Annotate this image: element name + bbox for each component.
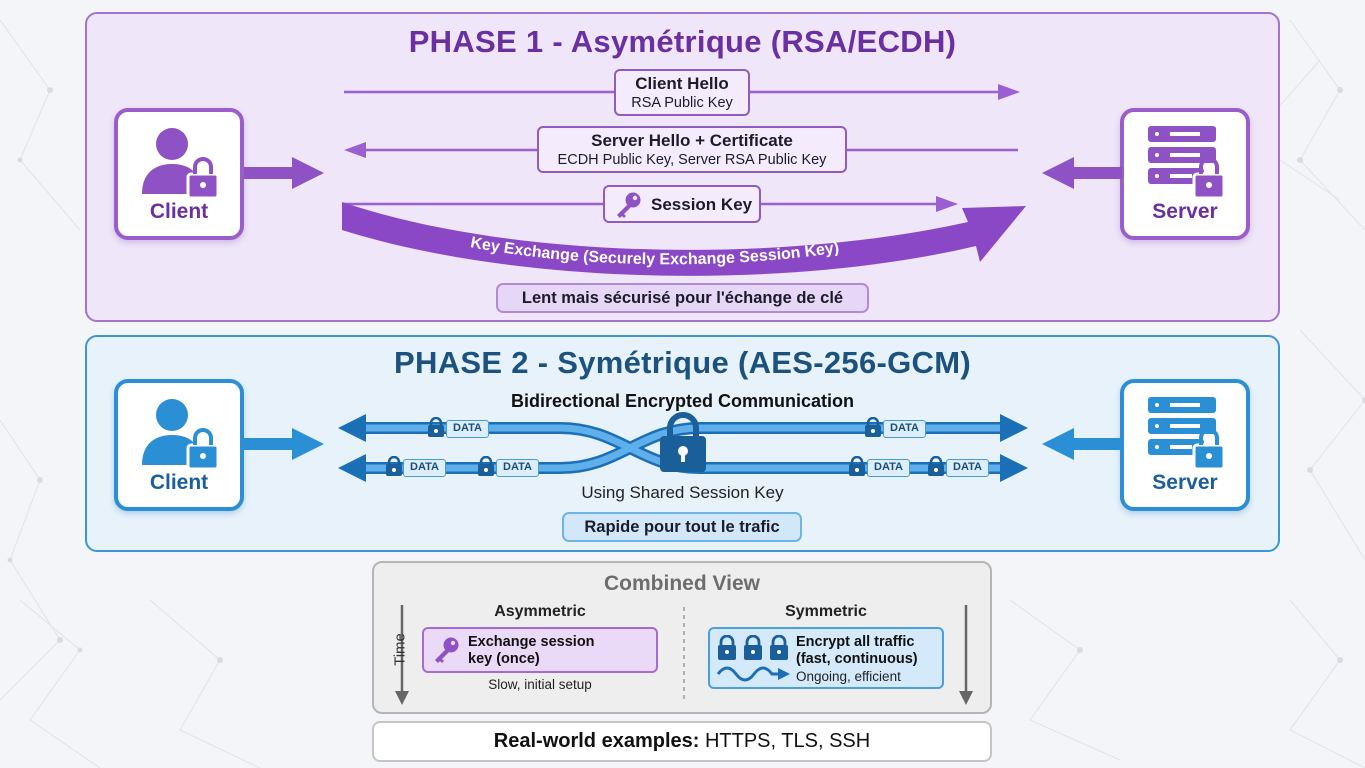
data-tag: DATA (403, 459, 446, 477)
server-lock-icon (1148, 397, 1226, 471)
data-tag: DATA (446, 420, 489, 438)
time-label: Time (391, 633, 409, 666)
data-tag: DATA (883, 420, 926, 438)
realworld-value: HTTPS, TLS, SSH (704, 730, 871, 752)
realworld-examples: Real-world examples: HTTPS, TLS, SSH (372, 721, 992, 762)
server-hello-box: Server Hello + Certificate ECDH Public K… (537, 126, 847, 173)
phase2-server-label: Server (1152, 471, 1218, 494)
wave-icon (716, 666, 790, 682)
padlock-icon (865, 417, 881, 437)
phase1-note: Lent mais sécurisé pour l'échange de clé (496, 283, 869, 313)
key-icon (435, 637, 459, 663)
server-hello-title: Server Hello + Certificate (591, 131, 793, 150)
user-lock-icon (142, 399, 220, 471)
sym-caption: Ongoing, efficient (796, 669, 901, 684)
asymmetric-card: Exchange session key (once) (422, 627, 658, 673)
key-exchange-label: Key Exchange (Securely Exchange Session … (469, 234, 840, 268)
asymmetric-heading: Asymmetric (494, 603, 586, 620)
session-key-box: Session Key (603, 185, 761, 223)
client-data-arrow-icon (244, 428, 324, 460)
phase1-server-label: Server (1152, 200, 1218, 223)
asym-caption: Slow, initial setup (488, 677, 592, 692)
key-exchange-label-svg: Key Exchange (Securely Exchange Session … (469, 234, 840, 268)
combined-title: Combined View (604, 572, 760, 595)
data-tag: DATA (496, 459, 539, 477)
padlock-icon (718, 635, 788, 660)
data-tag: DATA (867, 459, 910, 477)
phase2-client-label: Client (149, 471, 209, 494)
phase1-title: PHASE 1 - Asymétrique (RSA/ECDH) (408, 24, 957, 59)
phase2-title: PHASE 2 - Symétrique (AES-256-GCM) (394, 345, 971, 380)
time-arrow-icon (959, 605, 973, 705)
combined-view-panel: Combined View Time Asymmetric Symmetric … (372, 561, 992, 714)
key-icon (617, 192, 641, 218)
padlock-icon (428, 417, 444, 437)
phase2-flow-arrows (244, 412, 1122, 482)
phase2-flow-title: Bidirectional Encrypted Communication (510, 391, 855, 411)
asym-card-line2: key (once) (468, 651, 540, 667)
phase1-server-node: Server (1120, 108, 1250, 240)
phase1-client-node: Client (114, 108, 244, 240)
symmetric-heading: Symmetric (785, 603, 867, 620)
server-outgoing-arrow-icon (1042, 157, 1122, 189)
sym-card-line2: (fast, continuous) (796, 651, 918, 667)
server-hello-sub: ECDH Public Key, Server RSA Public Key (557, 152, 827, 168)
phase2-client-node: Client (114, 379, 244, 511)
padlock-icon (478, 456, 494, 476)
shared-key-label: Using Shared Session Key (581, 483, 784, 502)
phase1-client-label: Client (149, 200, 209, 223)
time-arrow-icon (395, 605, 409, 705)
server-data-arrow-icon (1042, 428, 1122, 460)
padlock-icon (849, 456, 865, 476)
phase2-note: Rapide pour tout le trafic (562, 512, 802, 542)
client-outgoing-arrow-icon (244, 157, 324, 189)
padlock-icon (928, 456, 944, 476)
padlock-icon (386, 456, 402, 476)
client-hello-sub: RSA Public Key (631, 95, 733, 111)
realworld-label: Real-world examples: (493, 730, 700, 752)
sym-card-line1: Encrypt all traffic (796, 634, 915, 650)
divider (683, 607, 685, 703)
padlock-icon (660, 412, 706, 472)
data-tag: DATA (946, 459, 989, 477)
session-key-label: Session Key (651, 195, 753, 214)
symmetric-card: Encrypt all traffic (fast, continuous) O… (708, 627, 944, 689)
server-lock-icon (1148, 126, 1226, 200)
client-hello-box: Client Hello RSA Public Key (614, 69, 750, 116)
user-lock-icon (142, 128, 220, 200)
client-hello-title: Client Hello (635, 74, 729, 93)
asym-card-line1: Exchange session (468, 634, 595, 650)
phase2-server-node: Server (1120, 379, 1250, 511)
